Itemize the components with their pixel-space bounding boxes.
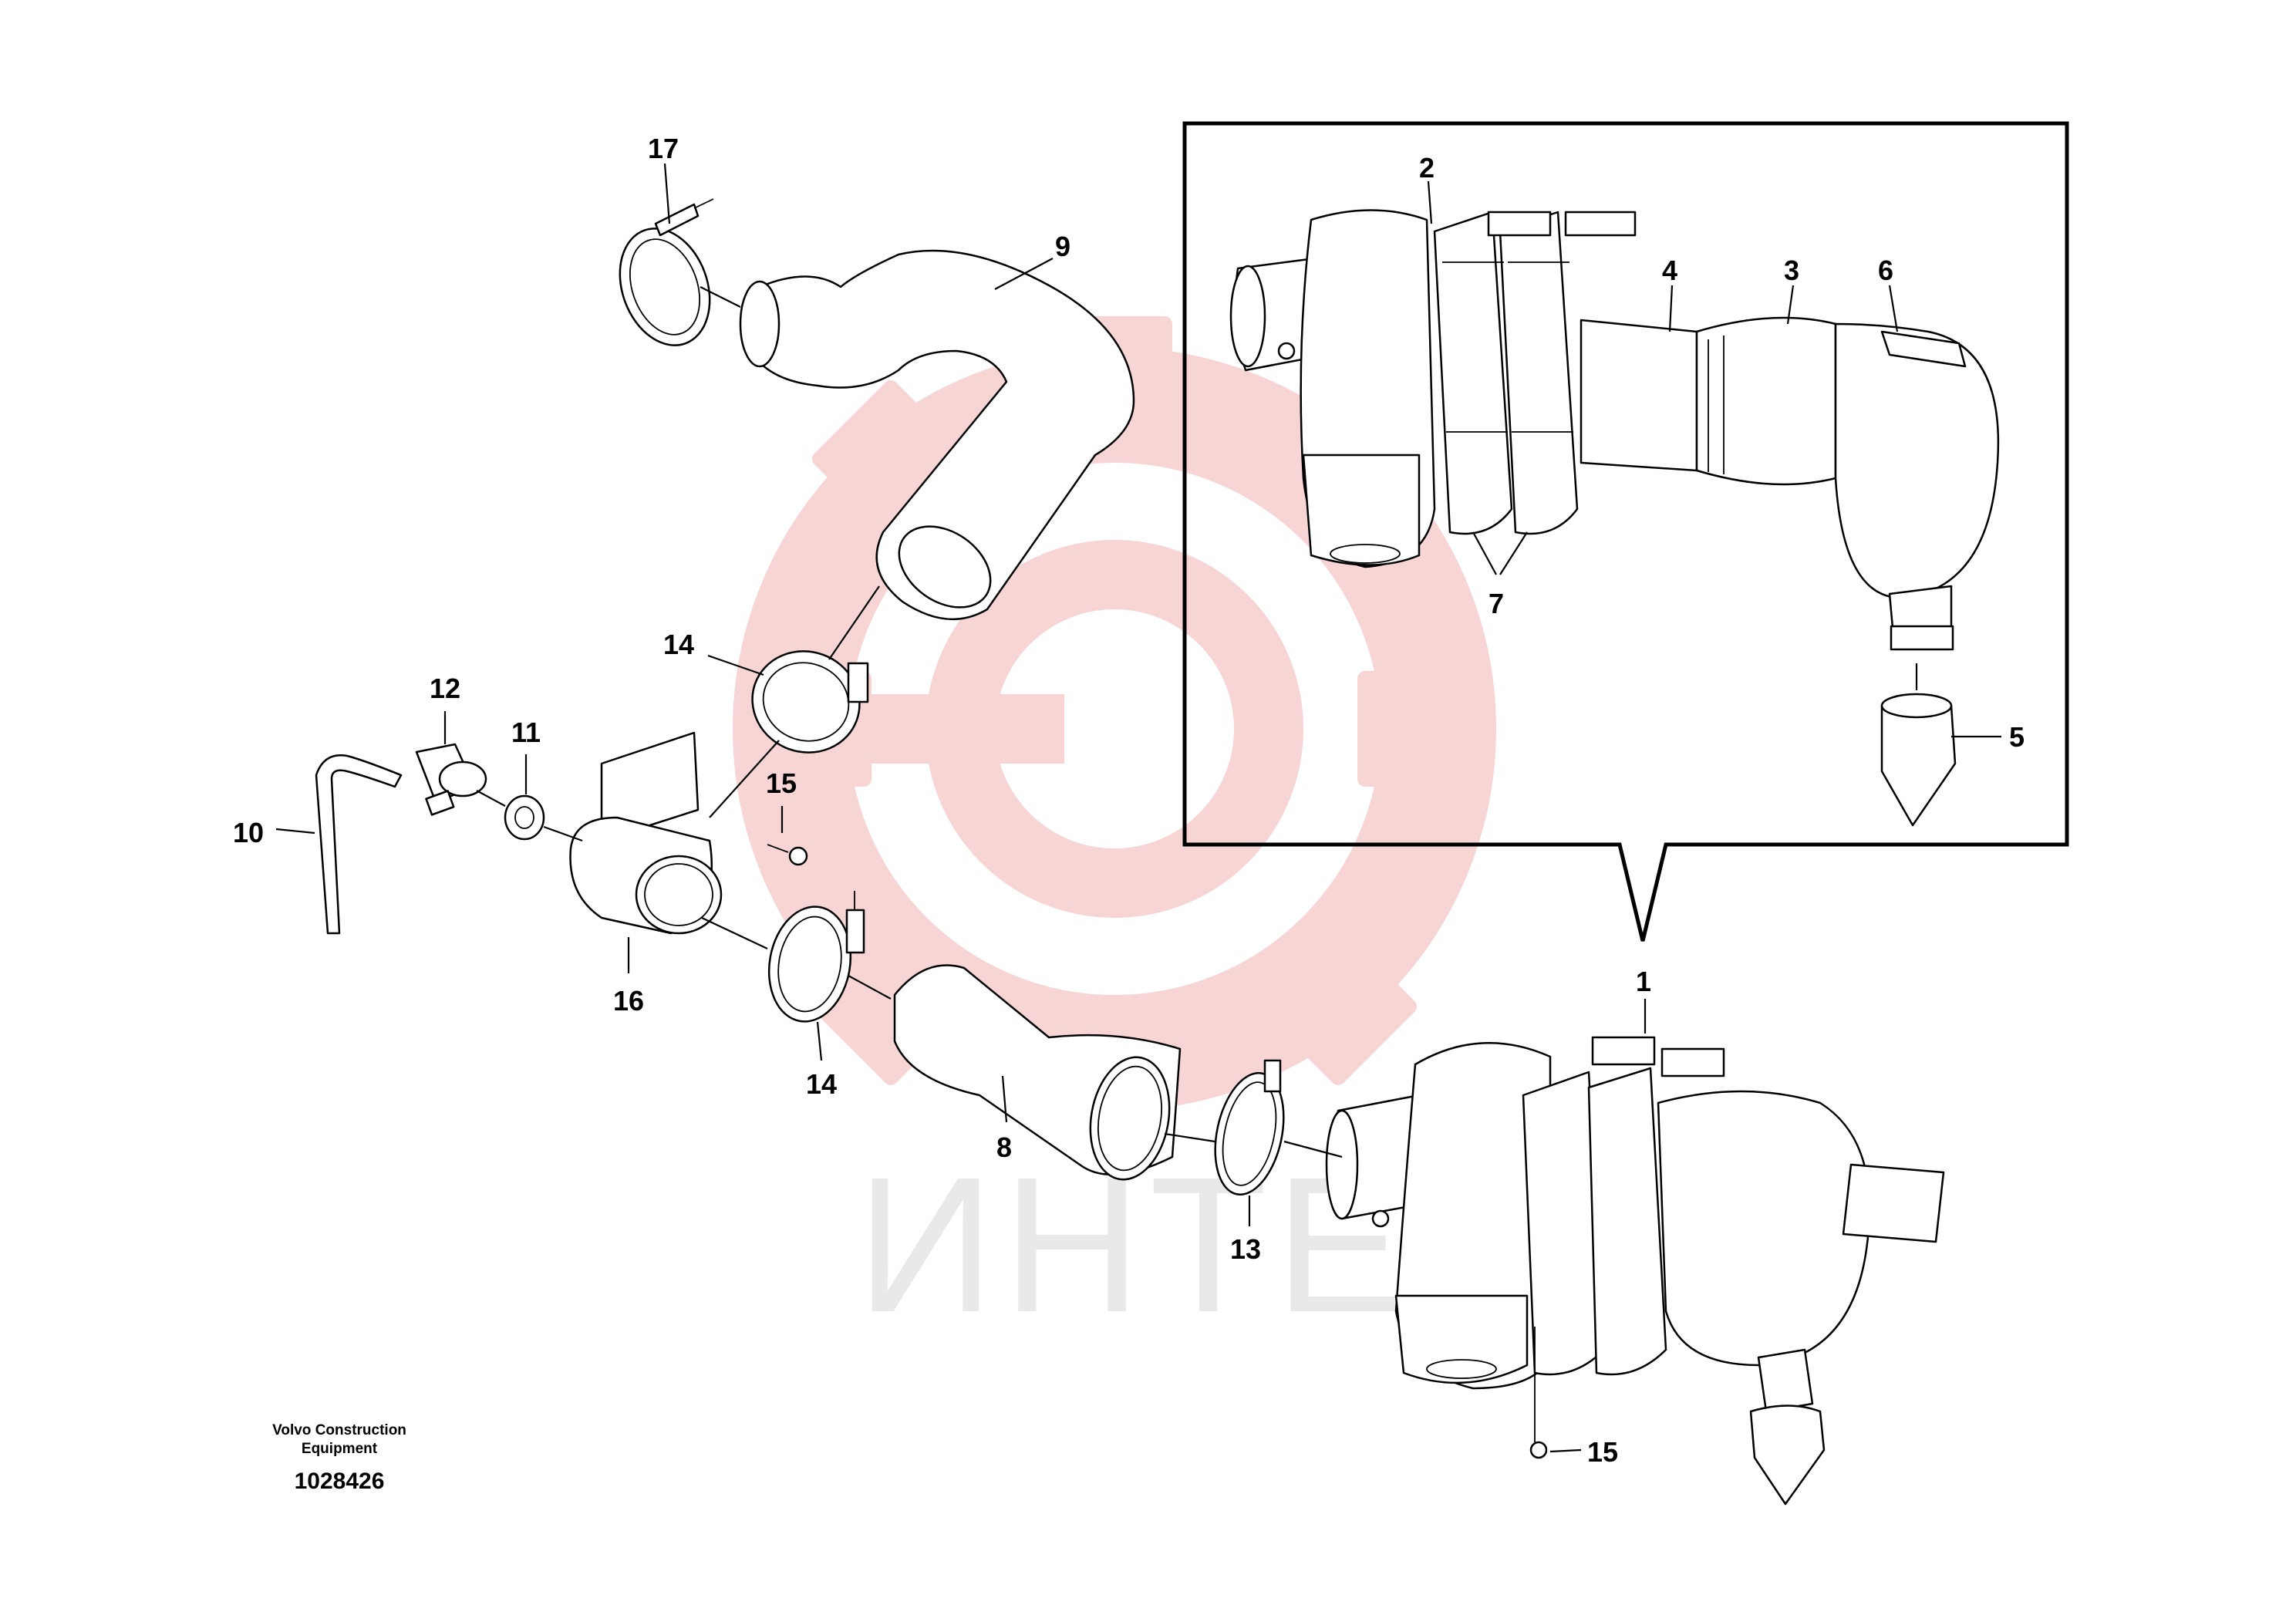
label-7: 7 <box>1489 588 1504 619</box>
detail-air-cleaner <box>1229 209 2000 827</box>
caption-block: Volvo Construction Equipment 1028426 <box>272 1422 406 1494</box>
air-cleaner-assembly-1 <box>1325 1036 1945 1506</box>
label-2: 2 <box>1419 152 1435 184</box>
label-6: 6 <box>1878 255 1893 286</box>
clamp-14-upper <box>751 650 869 754</box>
clamp-13 <box>1214 1059 1285 1195</box>
adapter-11 <box>504 794 545 841</box>
caption-line-1: Volvo Construction <box>272 1422 406 1438</box>
caption-part-number: 1028426 <box>295 1469 385 1494</box>
label-17: 17 <box>648 133 679 164</box>
label-1: 1 <box>1636 966 1651 997</box>
label-11: 11 <box>511 717 541 748</box>
label-4: 4 <box>1662 255 1677 286</box>
label-5: 5 <box>2009 721 2025 753</box>
bolt-15-left <box>767 844 808 866</box>
hose-10 <box>315 754 403 935</box>
label-15-left: 15 <box>766 767 797 799</box>
label-15-right: 15 <box>1587 1436 1618 1468</box>
elbow-16 <box>569 731 723 935</box>
label-3: 3 <box>1784 255 1799 286</box>
callout-labels: 17 9 14 12 11 15 10 16 14 8 13 1 15 2 4 … <box>233 133 2025 1468</box>
caption-line-2: Equipment <box>302 1441 378 1457</box>
label-14-lower: 14 <box>806 1068 837 1100</box>
sensor-12 <box>415 743 487 816</box>
hose-8 <box>893 964 1182 1181</box>
pipe-9 <box>739 249 1135 621</box>
label-14-upper: 14 <box>663 629 694 660</box>
clamp-14-lower <box>767 891 865 1023</box>
detail-frame <box>1182 121 2069 942</box>
label-12: 12 <box>430 673 460 704</box>
leader-lines <box>275 163 2001 1453</box>
label-10: 10 <box>233 817 264 848</box>
label-8: 8 <box>996 1131 1012 1163</box>
label-16: 16 <box>613 985 644 1017</box>
clamp-17 <box>619 198 714 346</box>
label-9: 9 <box>1055 231 1070 262</box>
label-13: 13 <box>1230 1233 1261 1265</box>
